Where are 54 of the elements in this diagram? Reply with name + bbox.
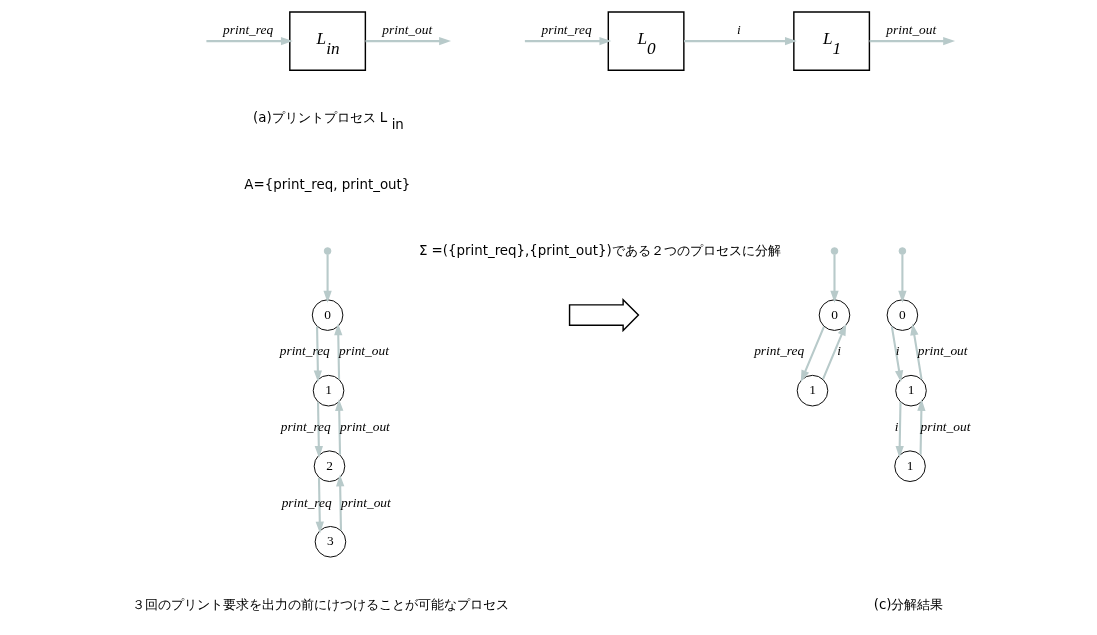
arrow <box>334 398 343 455</box>
node-circle <box>898 247 906 255</box>
edge-label: print_req <box>280 419 331 435</box>
node-circle: 1 <box>894 374 927 407</box>
node-circle: 1 <box>312 374 344 407</box>
node-circle <box>323 247 331 255</box>
arrow <box>869 36 955 46</box>
node-circle: 0 <box>886 299 918 331</box>
node-circle: 3 <box>314 526 346 558</box>
node-circle: 1 <box>893 450 926 482</box>
arrow <box>800 326 825 383</box>
node-circle: 1 <box>796 374 828 407</box>
edge-label: i <box>894 419 898 435</box>
arrow <box>205 36 293 46</box>
arrow <box>314 402 323 458</box>
edge-label: print_req <box>279 343 330 359</box>
edge-label: print_out <box>917 343 967 359</box>
edge-label: print_out <box>338 343 389 359</box>
edge-label: i <box>895 343 899 359</box>
arrow <box>365 36 451 46</box>
node-arrow <box>568 298 639 333</box>
edge-label: print_out <box>885 21 936 37</box>
arrow <box>335 474 344 531</box>
edge-label: print_out <box>340 494 391 510</box>
arrow <box>821 323 846 380</box>
arrow <box>313 326 322 383</box>
arrow <box>890 326 903 383</box>
node-circle: 0 <box>311 299 343 331</box>
node-circle <box>830 247 838 255</box>
arrow <box>333 323 342 380</box>
edge-label: print_req <box>281 494 332 510</box>
arrow <box>829 254 839 303</box>
label: (c)分解結果 <box>873 597 943 613</box>
label: Σ =({print_req},{print_out})である２つのプロセスに分解 <box>418 242 781 258</box>
label: ３回のプリント要求を出力の前にけつけることが可能なプロセス <box>131 597 509 613</box>
edge-label: print_req <box>541 21 592 37</box>
edge-label: i <box>736 21 741 37</box>
arrow <box>524 36 611 46</box>
node-circle: 0 <box>818 299 850 331</box>
node-circle: 2 <box>313 450 345 482</box>
label: A={print_req, print_out} <box>243 176 410 192</box>
arrow <box>909 323 923 380</box>
arrow <box>895 402 904 458</box>
arrow <box>916 398 925 455</box>
edge-label: print_out <box>381 21 432 37</box>
edge-label: print_out <box>920 419 970 435</box>
edge-label: i <box>836 343 841 359</box>
arrow <box>897 254 907 303</box>
arrow <box>683 36 797 46</box>
edge-label: print_out <box>339 419 390 435</box>
edge-label: print_req <box>222 21 273 37</box>
arrow <box>322 254 332 303</box>
arrow <box>315 477 324 534</box>
edge-label: print_req <box>753 343 804 359</box>
